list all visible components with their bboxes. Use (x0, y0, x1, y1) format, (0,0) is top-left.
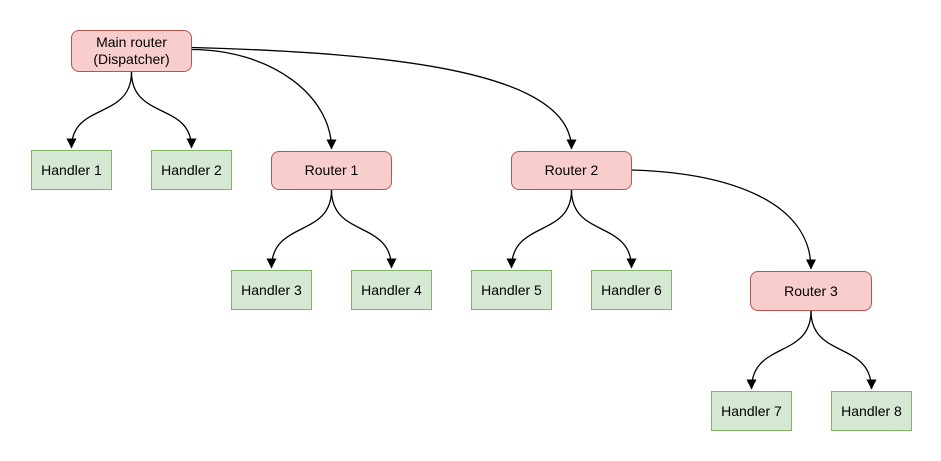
edge-main-router-to-handler-1 (66, 71, 133, 149)
node-handler-8: Handler 8 (831, 391, 912, 431)
node-handler-8-label: Handler 8 (841, 402, 902, 419)
node-handler-1-label: Handler 1 (41, 161, 102, 178)
node-handler-7: Handler 7 (711, 391, 792, 431)
node-handler-2-label: Handler 2 (161, 161, 222, 178)
node-handler-7-label: Handler 7 (721, 402, 782, 419)
node-router-3-label: Router 3 (784, 282, 838, 299)
edge-main-router-to-handler-2 (130, 71, 197, 149)
node-handler-2: Handler 2 (151, 150, 232, 190)
node-handler-6-label: Handler 6 (601, 281, 662, 298)
node-handler-4: Handler 4 (351, 270, 432, 310)
edge-router-1-to-handler-3 (266, 189, 333, 269)
node-router-1: Router 1 (271, 151, 392, 190)
node-handler-5-label: Handler 5 (481, 281, 542, 298)
node-router-2: Router 2 (511, 151, 632, 190)
edge-router-2-to-handler-5 (506, 189, 573, 269)
edge-main-router-to-router-2 (191, 46, 577, 150)
edge-router-1-to-handler-4 (330, 189, 397, 269)
node-handler-1: Handler 1 (31, 150, 112, 190)
edge-main-router-to-router-1 (191, 48, 337, 150)
node-router-1-label: Router 1 (304, 162, 359, 178)
node-handler-6: Handler 6 (591, 270, 672, 310)
node-main-router: Main router (Dispatcher) (71, 30, 192, 72)
edge-router-2-to-router-3 (631, 169, 816, 270)
edge-router-2-to-handler-6 (570, 189, 637, 269)
edge-router-3-to-handler-7 (746, 310, 812, 390)
node-router-2-label: Router 2 (544, 162, 599, 178)
node-handler-4-label: Handler 4 (361, 281, 422, 298)
node-handler-3: Handler 3 (231, 270, 312, 310)
node-router-3: Router 3 (750, 271, 872, 311)
edge-router-3-to-handler-8 (810, 310, 877, 390)
node-handler-3-label: Handler 3 (241, 281, 302, 298)
node-main-router-label: Main router (Dispatcher) (93, 34, 170, 67)
node-handler-5: Handler 5 (471, 270, 552, 310)
